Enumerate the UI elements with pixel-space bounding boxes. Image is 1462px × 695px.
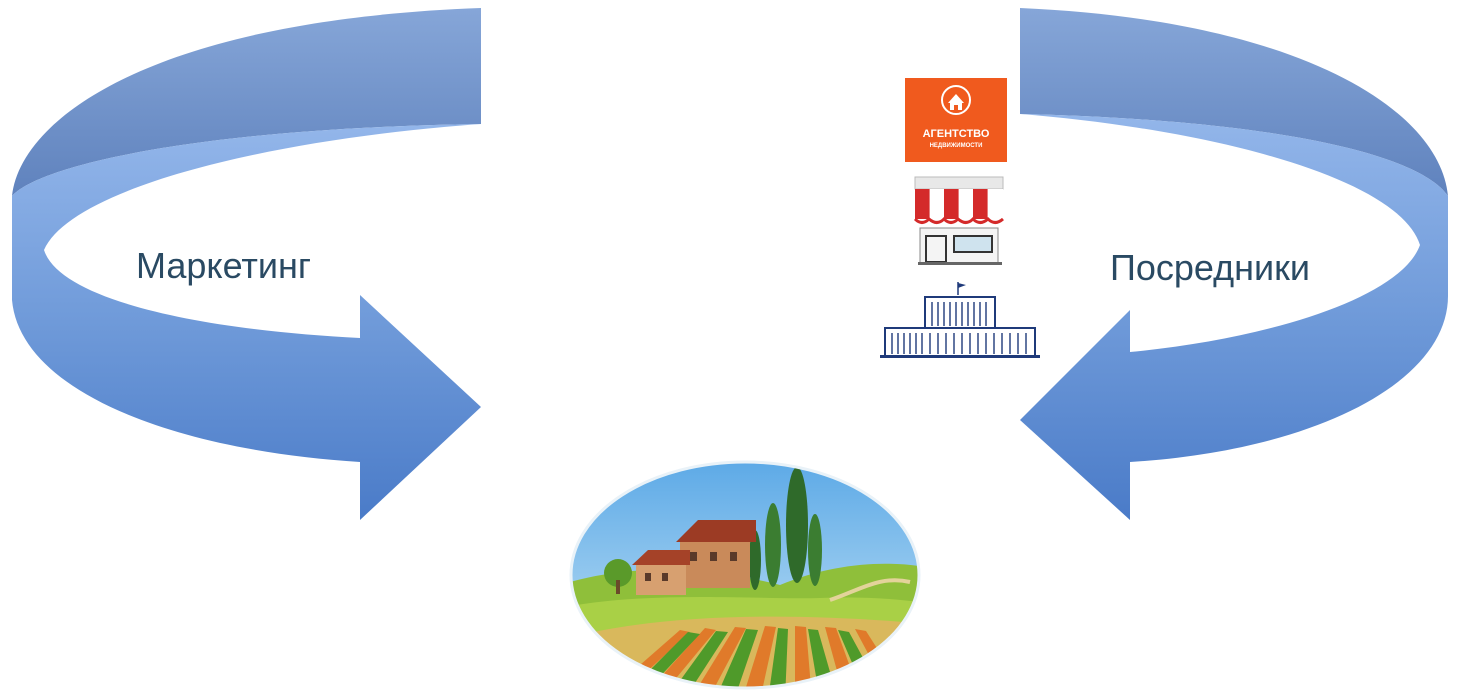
left-arrow-back-band — [12, 8, 481, 196]
right-arrow-front-band — [1020, 114, 1448, 520]
shop-awning-icon — [913, 176, 1004, 265]
agency-logo-text-line1: АГЕНТСТВО — [922, 128, 990, 140]
village-landscape-icon — [569, 460, 921, 690]
left-curved-arrow — [12, 8, 481, 520]
agency-logo-icon — [905, 78, 1007, 162]
right-arrow-back-band — [1020, 8, 1448, 196]
left-arrow-front-band — [12, 124, 481, 520]
agency-logo-text-line2: НЕДВИЖИМОСТИ — [929, 143, 983, 149]
right-curved-arrow — [1020, 8, 1448, 520]
government-building-icon — [880, 282, 1040, 358]
marketing-label: Маркетинг — [136, 245, 312, 286]
intermediaries-label: Посредники — [1110, 247, 1311, 288]
